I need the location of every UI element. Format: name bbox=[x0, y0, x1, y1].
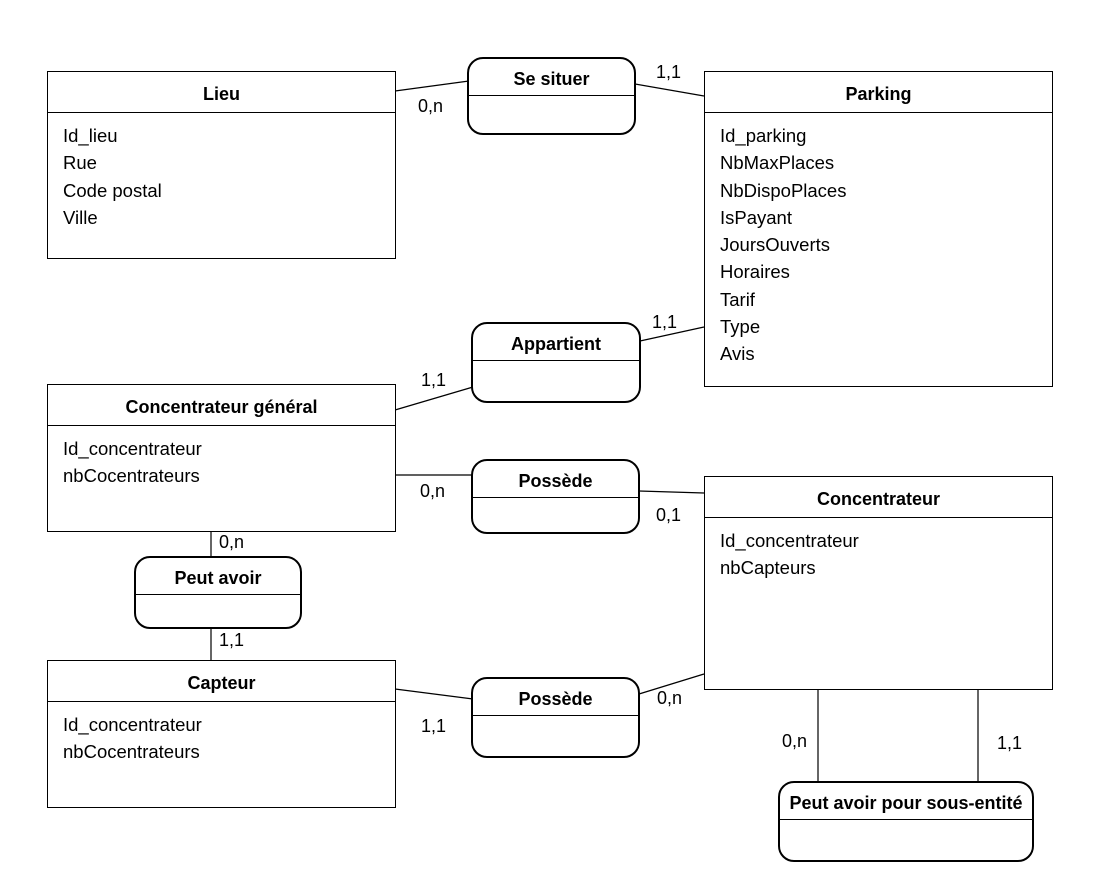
entity-concentrateur-attributes: Id_concentrateur nbCapteurs bbox=[705, 518, 1052, 582]
attribute: NbDispoPlaces bbox=[720, 179, 847, 201]
entity-lieu-title: Lieu bbox=[48, 72, 395, 113]
entity-parking-title: Parking bbox=[705, 72, 1052, 113]
attribute: Ville bbox=[63, 206, 98, 228]
line-possede-concentrateur-2 bbox=[638, 673, 705, 695]
cardinality-label: 0,1 bbox=[656, 505, 682, 525]
association-appartient[interactable]: Appartient bbox=[471, 322, 641, 403]
attribute: nbCapteurs bbox=[720, 557, 816, 579]
cardinality-label: 1,1 bbox=[421, 370, 447, 390]
entity-capteur-title: Capteur bbox=[48, 661, 395, 702]
entity-concentrateur-general-title: Concentrateur général bbox=[48, 385, 395, 426]
line-se-situer-parking bbox=[634, 83, 705, 97]
association-se-situer-title: Se situer bbox=[469, 59, 634, 96]
attribute: JoursOuverts bbox=[720, 234, 831, 256]
attribute: Type bbox=[720, 316, 761, 338]
entity-concentrateur-title: Concentrateur bbox=[705, 477, 1052, 518]
attribute: Tarif bbox=[720, 288, 755, 310]
association-possede-1[interactable]: Possède bbox=[471, 459, 640, 534]
entity-parking-attributes: Id_parking NbMaxPlaces NbDispoPlaces IsP… bbox=[705, 113, 1052, 368]
association-peut-avoir[interactable]: Peut avoir bbox=[134, 556, 302, 629]
line-lieu-se-situer bbox=[394, 80, 470, 92]
cardinality-label: 0,n bbox=[420, 481, 446, 501]
entity-concentrateur-general[interactable]: Concentrateur général Id_concentrateur n… bbox=[47, 384, 396, 532]
association-sous-entite-title: Peut avoir pour sous-entité bbox=[780, 783, 1032, 820]
cardinality-label: 1,1 bbox=[656, 62, 682, 82]
line-appartient-cg bbox=[394, 386, 474, 411]
association-possede-1-title: Possède bbox=[473, 461, 638, 498]
attribute: Id_concentrateur bbox=[63, 438, 202, 459]
attribute: Avis bbox=[720, 343, 755, 365]
attribute: Id_lieu bbox=[63, 125, 118, 146]
attribute: Id_concentrateur bbox=[63, 714, 202, 735]
entity-concentrateur[interactable]: Concentrateur Id_concentrateur nbCapteur… bbox=[704, 476, 1053, 690]
association-peut-avoir-title: Peut avoir bbox=[136, 558, 300, 595]
entity-lieu-attributes: Id_lieu Rue Code postal Ville bbox=[48, 113, 395, 231]
attribute: nbCocentrateurs bbox=[63, 465, 200, 487]
cardinality-label: 0,n bbox=[782, 731, 808, 751]
cardinality-label: 1,1 bbox=[997, 733, 1023, 753]
attribute: Horaires bbox=[720, 261, 790, 283]
attribute: nbCocentrateurs bbox=[63, 741, 200, 763]
attribute: Id_concentrateur bbox=[720, 530, 859, 551]
association-sous-entite[interactable]: Peut avoir pour sous-entité bbox=[778, 781, 1034, 862]
cardinality-label: 0,n bbox=[418, 96, 444, 116]
association-possede-2[interactable]: Possède bbox=[471, 677, 640, 758]
entity-parking[interactable]: Parking Id_parking NbMaxPlaces NbDispoPl… bbox=[704, 71, 1053, 387]
association-appartient-title: Appartient bbox=[473, 324, 639, 361]
line-parking-appartient bbox=[639, 326, 705, 342]
cardinality-label: 1,1 bbox=[652, 312, 678, 332]
cardinality-label: 1,1 bbox=[421, 716, 447, 736]
cardinality-label: 0,n bbox=[219, 532, 245, 552]
attribute: NbMaxPlaces bbox=[720, 152, 835, 174]
entity-lieu[interactable]: Lieu Id_lieu Rue Code postal Ville bbox=[47, 71, 396, 259]
association-possede-2-title: Possède bbox=[473, 679, 638, 716]
line-capteur-possede bbox=[394, 688, 474, 700]
entity-capteur-attributes: Id_concentrateur nbCocentrateurs bbox=[48, 702, 395, 766]
association-se-situer[interactable]: Se situer bbox=[467, 57, 636, 135]
cardinality-label: 1,1 bbox=[219, 630, 245, 650]
cardinality-label: 0,n bbox=[657, 688, 683, 708]
attribute: IsPayant bbox=[720, 206, 792, 228]
attribute: Id_parking bbox=[720, 125, 807, 146]
entity-concentrateur-general-attributes: Id_concentrateur nbCocentrateurs bbox=[48, 426, 395, 490]
line-possede-concentrateur bbox=[638, 490, 705, 494]
entity-capteur[interactable]: Capteur Id_concentrateur nbCocentrateurs bbox=[47, 660, 396, 808]
attribute: Rue bbox=[63, 152, 97, 174]
attribute: Code postal bbox=[63, 179, 162, 201]
